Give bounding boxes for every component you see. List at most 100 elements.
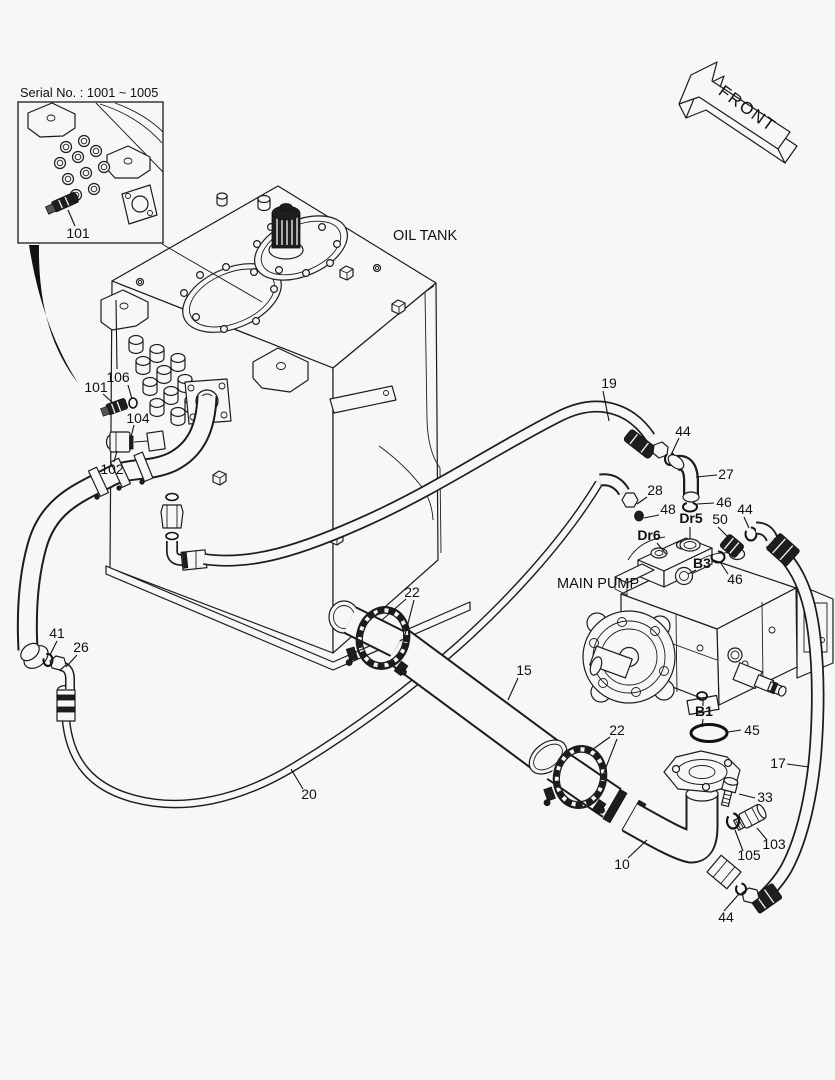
leader-line-17 [786,763,810,768]
oring-48 [634,510,644,522]
bolt-33 [720,776,739,808]
leader-line-46-b [719,561,729,575]
part-label-26: 26 [73,639,89,655]
leader-line-22-b-1 [602,738,618,776]
port-block [146,430,166,452]
part-label-104: 104 [126,410,150,426]
leader-line-B1-1 [701,718,704,728]
part-label-22-b: 22 [609,722,625,738]
plug-50 [720,534,746,561]
part-label-44-c: 44 [718,909,734,925]
part-104-oring [129,435,134,450]
cleanout-cover-bolts [180,263,279,334]
elbow-10-assembly [602,723,767,896]
part-label-Dr5: Dr5 [679,510,703,526]
leader-line-26 [65,654,78,668]
hose-20 [42,480,603,809]
part-102-block [105,431,131,453]
part-label-103: 103 [762,836,786,852]
leader-line-28 [636,496,648,505]
leader-line-48 [643,514,660,519]
port-Dr5 [679,538,701,552]
hose-17-top-fitting [755,521,800,567]
tank-bracket-lower [252,347,309,393]
suction-hose-assembly [16,395,218,669]
part-label-28: 28 [647,482,663,498]
breather-cap [268,203,304,260]
part-label-44-a: 44 [675,423,691,439]
port-B3 [674,566,694,586]
tank-notch-seam [424,285,442,554]
leader-line-22-a [381,598,407,621]
part-label-22-a: 22 [404,584,420,600]
part-label-101: 101 [84,379,108,395]
hose-collars [87,451,154,500]
part-label-Dr6: Dr6 [637,527,661,543]
leader-line-44-b [743,516,750,529]
leader-line-103 [756,827,768,841]
inset-pointer-swoosh [29,245,78,383]
part-label-19: 19 [601,375,617,391]
part-label-106: 106 [106,369,130,385]
leader-line-41 [49,640,58,656]
part-label-101-inset: 101 [66,225,90,241]
front-direction-arrow: FRONT [678,61,798,164]
leader-line-104 [130,424,135,438]
leader-line-101 [102,393,114,404]
leader-line-106-1 [127,384,133,400]
lifting-plate [329,385,397,414]
part-label-15: 15 [516,662,532,678]
adapter-chain [160,492,208,571]
inset-fitting-101 [44,192,79,215]
leader-line-101-inset [67,209,76,227]
part-label-46-a: 46 [716,494,732,510]
oring-105 [725,812,741,830]
leader-line-22-b [588,736,611,753]
oring-46-a [682,501,698,513]
part-label-10: 10 [614,856,630,872]
leader-line-B3 [687,569,697,575]
hose-19 [203,400,669,567]
tank-small-fittings [135,192,406,546]
leader-line-46-a [696,502,715,505]
tank-relief-curve [378,445,434,521]
inset-content [27,102,164,225]
part-label-105: 105 [737,847,761,863]
pump-flange-disc [582,610,676,704]
leader-line-50 [717,526,729,538]
oring-45 [689,723,729,743]
main-pump [582,536,834,716]
leader-line-102 [113,450,118,463]
leader-line-44-a [670,437,680,456]
oring-44-c [735,882,747,896]
part-106-ring [128,397,138,409]
pump-top-fittings [599,452,758,564]
port-B1 [696,691,708,701]
part-label-50: 50 [712,511,728,527]
part-label-44-b: 44 [737,501,753,517]
leader-line-10 [627,839,648,859]
leader-line-19 [602,390,610,422]
hose-19-crimp [623,429,657,459]
leader-line-27 [695,474,718,478]
adapter-fitting [706,854,742,890]
suction-line-15 [343,601,622,816]
oring-44-b [744,526,758,542]
elbow-27 [667,454,700,503]
elbow-28-48 [599,473,644,522]
leader-line-33 [738,793,756,799]
part-label-45: 45 [744,722,760,738]
pilot-valve [732,662,787,697]
leader-line-20 [290,768,304,790]
part-label-48: 48 [660,501,676,517]
part-label-46-b: 46 [727,571,743,587]
part-label-41: 41 [49,625,65,641]
serial-note-label: Serial No. : 1001 ~ 1005 [20,85,158,100]
part-label-27: 27 [718,466,734,482]
elbow-26 [49,655,75,689]
oil-tank-label: OIL TANK [393,228,458,244]
main-pump-label: MAIN PUMP [557,576,639,592]
nut-28 [621,492,639,508]
